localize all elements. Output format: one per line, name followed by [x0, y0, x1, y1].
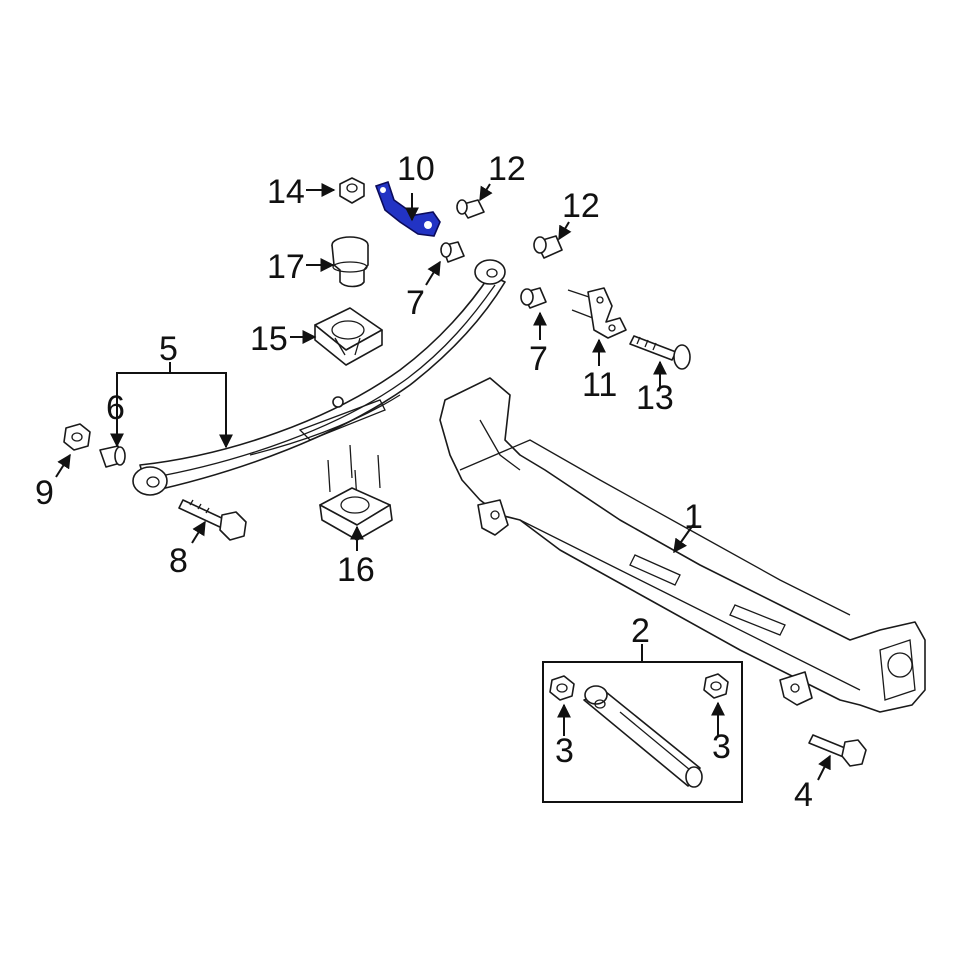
ubolt-plate-part[interactable] [319, 444, 393, 541]
callout-5: 5 [159, 330, 178, 368]
callout-7-lower: 7 [529, 340, 548, 378]
bolt-12-lower-part[interactable] [533, 235, 563, 259]
callout-labels: 1 2 3 3 4 5 6 7 7 8 9 10 11 12 12 13 14 … [35, 150, 813, 814]
callout-10: 10 [397, 150, 435, 188]
axle-beam-part[interactable] [439, 377, 926, 713]
leaf-spring-part[interactable] [132, 259, 506, 496]
callout-17: 17 [267, 248, 305, 286]
callout-4: 4 [794, 776, 813, 814]
callout-1: 1 [684, 498, 703, 536]
callout-3-right: 3 [712, 728, 731, 766]
callout-3-left: 3 [555, 732, 574, 770]
callout-13: 13 [636, 379, 674, 417]
shackle-part[interactable] [567, 287, 627, 339]
nut-3-right-part[interactable] [703, 673, 729, 699]
leader-lines [55, 183, 831, 781]
bracket-part-highlighted[interactable] [374, 180, 441, 237]
callout-6: 6 [106, 389, 125, 427]
spring-plate-part[interactable] [314, 307, 383, 366]
nut-9-part[interactable] [63, 423, 91, 451]
bump-stop-part[interactable] [331, 236, 369, 288]
bolt-12-upper-part[interactable] [456, 199, 485, 219]
callout-12-upper: 12 [488, 150, 526, 188]
bushing-part[interactable] [99, 445, 126, 468]
callout-7-upper: 7 [406, 284, 425, 322]
pin-7-upper-part[interactable] [440, 241, 465, 263]
callout-12-lower: 12 [562, 187, 600, 225]
callout-9: 9 [35, 474, 54, 512]
bolt-13-part[interactable] [629, 335, 691, 370]
callout-16: 16 [337, 551, 375, 589]
nut-14-part[interactable] [339, 177, 365, 204]
bolt-8-part[interactable] [178, 499, 247, 541]
callout-15: 15 [250, 320, 288, 358]
pin-7-lower-part[interactable] [520, 287, 547, 309]
bolt-4-part[interactable] [808, 734, 867, 767]
callout-11: 11 [582, 366, 617, 404]
nut-3-left-part[interactable] [549, 675, 575, 701]
callout-2: 2 [631, 612, 650, 650]
callout-14: 14 [267, 173, 305, 211]
callout-8: 8 [169, 542, 188, 580]
shock-absorber-part[interactable] [583, 685, 703, 788]
